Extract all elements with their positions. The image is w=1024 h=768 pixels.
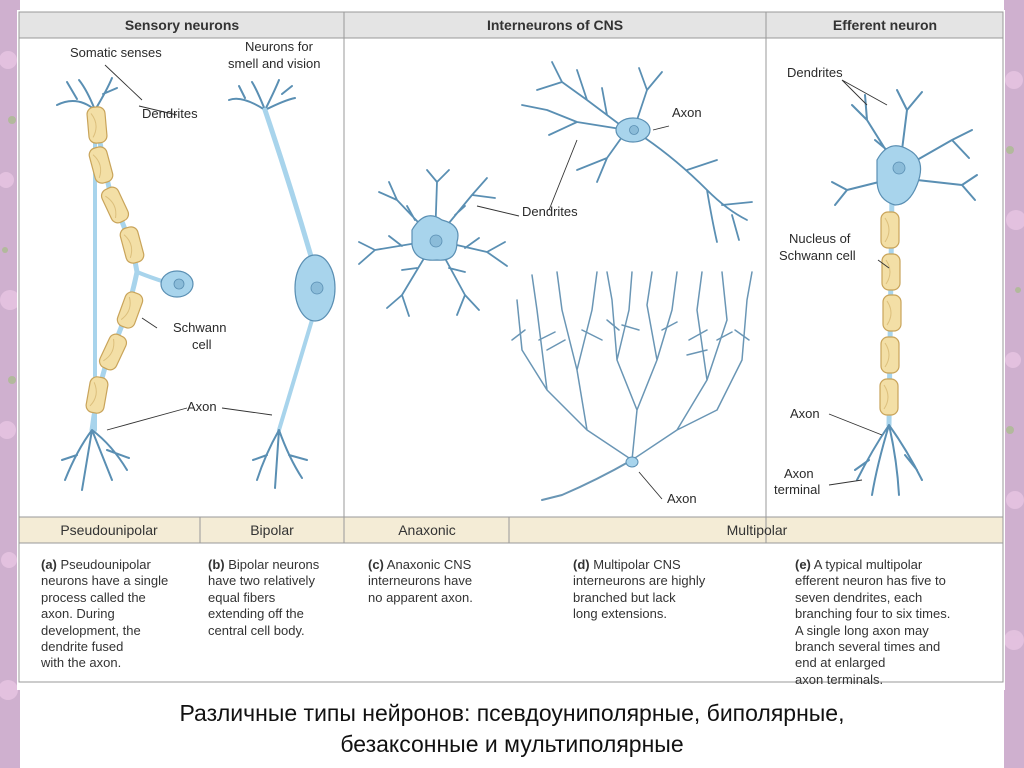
description-b-letter: (b) (208, 557, 225, 572)
description-e-line: end at enlarged (795, 655, 886, 671)
description-b-line: extending off the (208, 606, 304, 622)
label-neurons-for-2: smell and vision (228, 56, 321, 71)
anaxonic-neuron (358, 169, 508, 317)
label-neurons-for-1: Neurons for (245, 39, 314, 54)
bipolar-neuron (228, 79, 318, 489)
slide-caption-line-2: безаксонные и мультиполярные (340, 731, 684, 757)
label-axon-terminal-1: Axon (784, 466, 814, 481)
header-efferent: Efferent neuron (833, 17, 937, 33)
description-e-line: seven dendrites, each (795, 589, 923, 605)
efferent-neuron (831, 89, 978, 496)
description-b-line: have two relatively (208, 573, 315, 589)
label-dendrites-e: Dendrites (787, 65, 843, 80)
label-nucleus-2: Schwann cell (779, 248, 856, 263)
description-e: (e) A typical multipolar efferent neuron… (795, 557, 1001, 688)
description-d-line: branched but lack (573, 589, 676, 605)
description-b-line: equal fibers (208, 589, 276, 605)
slide-caption-line-1: Различные типы нейронов: псевдоуниполярн… (179, 700, 845, 726)
label-nucleus-1: Nucleus of (789, 231, 851, 246)
multipolar-cell-body (625, 456, 639, 468)
description-d-line: Multipolar CNS (593, 557, 681, 572)
header-interneurons: Interneurons of CNS (487, 17, 623, 33)
description-c-line: no apparent axon. (368, 589, 473, 605)
description-a-letter: (a) (41, 557, 57, 572)
description-a-line: neurons have a single (41, 573, 169, 589)
label-axon-a: Axon (187, 399, 217, 414)
description-d: (d) Multipolar CNS interneurons are high… (573, 557, 763, 623)
interneuron-upper (521, 61, 753, 243)
description-e-line: efferent neuron has five to (795, 573, 946, 589)
description-e-line: branch several times and (795, 639, 941, 655)
label-axon-d: Axon (667, 491, 697, 506)
description-d-line: interneurons are highly (573, 573, 706, 589)
description-c-line: interneurons have (368, 573, 473, 589)
label-axon-c: Axon (672, 105, 702, 120)
description-b-line: central cell body. (208, 622, 305, 638)
category-pseudounipolar: Pseudounipolar (60, 522, 158, 538)
label-dendrites-a: Dendrites (142, 106, 198, 121)
description-a-line: process called the (41, 589, 146, 605)
description-a-line: axon. During (41, 606, 115, 622)
category-anaxonic: Anaxonic (398, 522, 456, 538)
figure-frame (18, 11, 1004, 683)
label-dendrites-c: Dendrites (522, 204, 578, 219)
label-somatic-senses: Somatic senses (70, 45, 162, 60)
description-e-line: A typical multipolar (813, 557, 923, 572)
description-a-line: with the axon. (41, 655, 122, 671)
slide-caption: Различные типы нейронов: псевдоуниполярн… (20, 698, 1004, 760)
header-bar (18, 11, 1004, 39)
category-bipolar: Bipolar (250, 522, 294, 538)
description-a-line: dendrite fused (41, 639, 124, 655)
description-e-line: axon terminals. (795, 671, 884, 687)
description-b-line: Bipolar neurons (228, 557, 320, 572)
description-a-line: Pseudounipolar (60, 557, 151, 572)
description-e-line: A single long axon may (795, 622, 929, 638)
category-multipolar: Multipolar (727, 522, 788, 538)
description-d-letter: (d) (573, 557, 590, 572)
label-axon-e: Axon (790, 406, 820, 421)
pseudounipolar-neuron (56, 77, 194, 491)
label-schwann-1: Schwann (173, 320, 226, 335)
description-c: (c) Anaxonic CNS interneurons have no ap… (368, 557, 528, 606)
label-schwann-2: cell (192, 337, 212, 352)
description-a: (a) Pseudounipolar neurons have a single… (41, 557, 206, 672)
neuron-figure: Sensory neurons Interneurons of CNS Effe… (17, 10, 1005, 690)
description-d-line: long extensions. (573, 606, 667, 622)
multipolar-interneuron (511, 271, 753, 501)
label-axon-terminal-2: terminal (774, 482, 820, 497)
description-a-line: development, the (41, 622, 141, 638)
header-sensory: Sensory neurons (125, 17, 240, 33)
description-b: (b) Bipolar neurons have two relatively … (208, 557, 358, 639)
category-bar (18, 516, 1004, 544)
description-e-letter: (e) (795, 557, 811, 572)
description-c-letter: (c) (368, 557, 384, 572)
description-e-line: branching four to six times. (795, 606, 951, 622)
description-c-line: Anaxonic CNS (386, 557, 472, 572)
